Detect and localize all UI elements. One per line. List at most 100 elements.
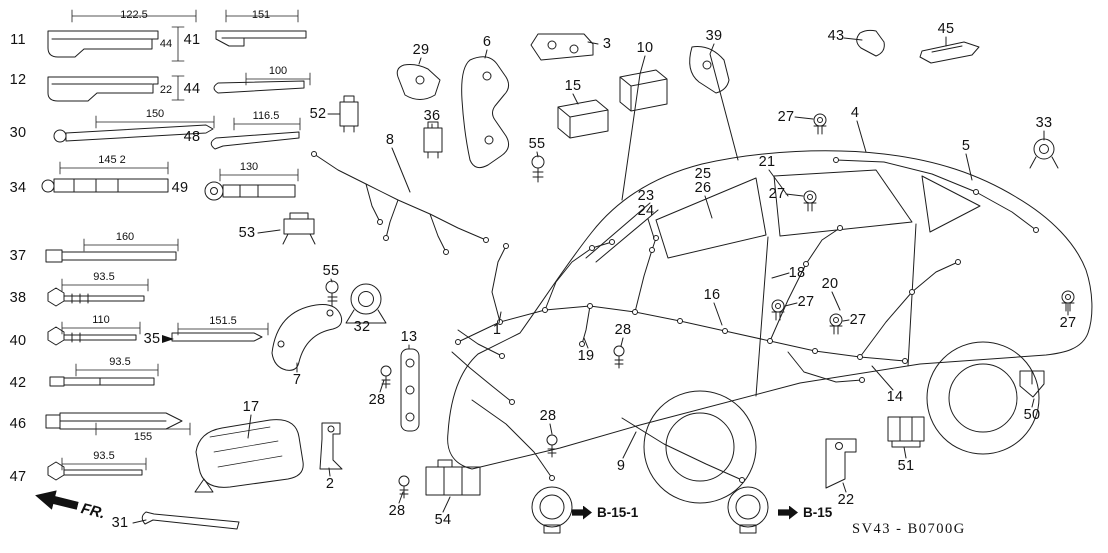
part-callout-28: 28 [539, 408, 557, 424]
part-callout-51: 51 [897, 458, 915, 474]
part-callout-29: 29 [412, 42, 430, 58]
part-callout-7: 7 [292, 372, 302, 388]
part-callout-41: 41 [183, 32, 201, 48]
dimension-label-160: 160 [115, 231, 135, 243]
dimension-label-100: 100 [268, 65, 288, 77]
bolt-glyphs [771, 113, 1075, 335]
part-callout-48: 48 [183, 129, 201, 145]
dimension-label-116.5: 116.5 [252, 110, 280, 122]
right-arrow-icon [572, 505, 592, 520]
part-callout-30: 30 [9, 125, 27, 141]
part-callout-42: 42 [9, 375, 27, 391]
dimension-label-145-2: 145 2 [98, 154, 126, 166]
part-callout-27: 27 [777, 109, 795, 125]
dimension-label-93.5: 93.5 [93, 271, 115, 283]
dimension-label-93.5: 93.5 [93, 450, 115, 462]
part-callout-27: 27 [768, 186, 786, 202]
dimension-label-93.5: 93.5 [109, 356, 131, 368]
part-callout-54: 54 [434, 512, 452, 528]
part-callout-38: 38 [9, 290, 27, 306]
part-callout-55: 55 [322, 263, 340, 279]
part-callout-17: 17 [242, 399, 260, 415]
right-arrow-icon [778, 505, 798, 520]
screw-glyphs [380, 345, 625, 499]
part-callout-37: 37 [9, 248, 27, 264]
ref-b-15-1: B-15-1 [572, 505, 638, 520]
part-callout-8: 8 [385, 132, 395, 148]
part-callout-39: 39 [705, 28, 723, 44]
leader-lines [132, 36, 1069, 524]
dimension-label-151: 151 [251, 9, 271, 21]
arrow-35 [162, 335, 174, 343]
ref-label: B-15-1 [597, 505, 639, 520]
part-callout-34: 34 [9, 180, 27, 196]
part-callout-3: 3 [602, 36, 612, 52]
part-drawings-middle [194, 30, 481, 496]
part-callout-53: 53 [238, 225, 256, 241]
part-callout-35: 35 [143, 331, 161, 347]
part-callout-1: 1 [492, 322, 502, 338]
part-callout-23: 23 [637, 188, 655, 204]
part-callout-52: 52 [309, 106, 327, 122]
part-callout-33: 33 [1035, 115, 1053, 131]
part-callout-25: 25 [694, 166, 712, 182]
ref-b-15: B-15 [778, 505, 832, 520]
part-callout-46: 46 [9, 416, 27, 432]
part-callout-12: 12 [9, 72, 27, 88]
dimension-label-130: 130 [239, 161, 259, 173]
part-callout-10: 10 [636, 40, 654, 56]
car-body-outline [447, 150, 1093, 504]
part-callout-18: 18 [788, 265, 806, 281]
dimension-label-151.5: 151.5 [209, 315, 237, 327]
ref-label: B-15 [803, 505, 833, 520]
part-callout-27: 27 [849, 312, 867, 328]
diagram-code: SV43 - B0700G [852, 521, 966, 537]
part-callout-28: 28 [368, 392, 386, 408]
part-callout-27: 27 [1059, 315, 1077, 331]
part-callout-45: 45 [937, 21, 955, 37]
part-callout-4: 4 [850, 105, 860, 121]
part-callout-31: 31 [111, 515, 129, 531]
part-callout-47: 47 [9, 469, 27, 485]
part-callout-49: 49 [171, 180, 189, 196]
part-callout-44: 44 [183, 81, 201, 97]
part-callout-14: 14 [886, 389, 904, 405]
part-callout-43: 43 [827, 28, 845, 44]
part-callout-6: 6 [482, 34, 492, 50]
part-callout-50: 50 [1023, 407, 1041, 423]
part-callout-27: 27 [797, 294, 815, 310]
part-callout-15: 15 [564, 78, 582, 94]
grommet-drawings [531, 486, 769, 534]
part-drawings-left [41, 30, 263, 530]
part-callout-13: 13 [400, 329, 418, 345]
wiring-harness [311, 151, 1039, 483]
part-callout-2: 2 [325, 476, 335, 492]
part-callout-28: 28 [388, 503, 406, 519]
part-callout-22: 22 [837, 492, 855, 508]
dimension-lines [59, 9, 311, 471]
part-drawings-right [825, 370, 1045, 489]
part-drawings-top [396, 29, 1059, 183]
part-callout-21: 21 [758, 154, 776, 170]
part-callout-55: 55 [528, 136, 546, 152]
dimension-label-22: 22 [159, 84, 173, 96]
part-callout-28: 28 [614, 322, 632, 338]
part-callout-36: 36 [423, 108, 441, 124]
part-callout-32: 32 [353, 319, 371, 335]
part-callout-11: 11 [10, 32, 26, 48]
part-callout-24: 24 [637, 203, 655, 219]
part-callout-20: 20 [821, 276, 839, 292]
dimension-label-110: 110 [92, 314, 110, 326]
harness-connector-dots [311, 151, 1039, 483]
dimension-label-122.5: 122.5 [120, 9, 148, 21]
part-callout-5: 5 [961, 138, 971, 154]
part-callout-26: 26 [694, 180, 712, 196]
part-callout-19: 19 [577, 348, 595, 364]
part-callout-16: 16 [703, 287, 721, 303]
dimension-label-150: 150 [145, 108, 165, 120]
part-callout-40: 40 [9, 333, 27, 349]
dimension-label-155: 155 [133, 431, 153, 443]
dimension-label-44: 44 [159, 38, 173, 50]
